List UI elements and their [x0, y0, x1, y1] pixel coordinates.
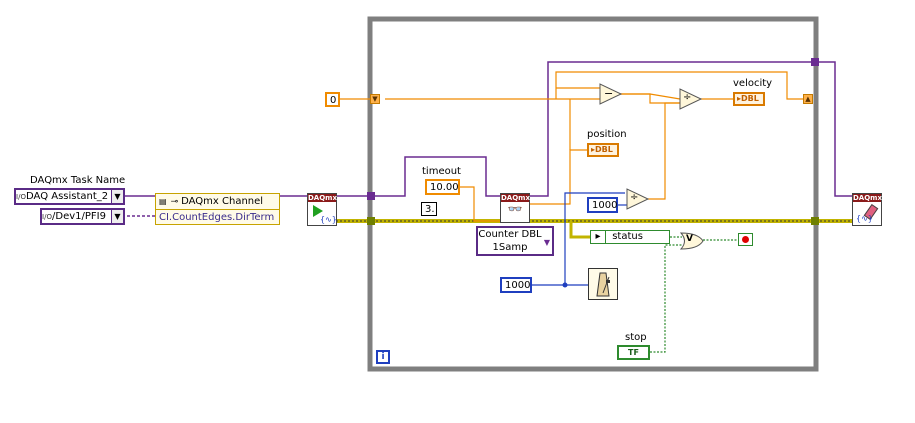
stop-control[interactable]: TF — [617, 345, 650, 360]
chevron-down-icon[interactable]: ▼ — [543, 238, 550, 247]
wait-ms-node[interactable] — [588, 268, 618, 300]
arrow-icon: ⊸ — [170, 196, 179, 207]
play-icon: {∿} — [308, 202, 337, 225]
loop-tunnel-task-out — [811, 58, 819, 66]
shift-register-right: ▲ — [803, 94, 813, 104]
io-icon: I/O — [16, 193, 26, 201]
divide-glyph-velocity: ÷ — [683, 92, 692, 103]
shift-register-left: ▼ — [370, 94, 380, 104]
chevron-down-icon[interactable]: ▼ — [111, 210, 123, 223]
int-wire — [532, 192, 627, 286]
subtract-glyph: − — [604, 87, 614, 100]
node-icon: ▤ — [159, 197, 167, 206]
stop-icon — [742, 236, 749, 243]
stop-value: TF — [628, 348, 639, 357]
eraser-icon: {∿} — [853, 202, 881, 225]
property-node-header: ▤ ⊸ DAQmx Channel — [156, 194, 279, 210]
velocity-indicator: ▸DBL — [733, 92, 765, 106]
daqmx-clear-task-vi[interactable]: DAQmx {∿} — [852, 193, 882, 226]
status-label: status — [612, 231, 643, 242]
position-label: position — [587, 129, 627, 140]
or-glyph: V — [686, 234, 693, 244]
task-name-value: DAQ Assistant_2 — [26, 191, 109, 202]
zero-constant[interactable]: 0 — [325, 92, 340, 107]
velocity-type: DBL — [741, 94, 759, 103]
task-name-label: DAQmx Task Name — [30, 175, 126, 186]
loop-tunnel-error-out — [811, 217, 819, 225]
divide-node-velocity — [679, 88, 703, 110]
subtract-node — [599, 83, 623, 105]
stop-label: stop — [625, 332, 647, 343]
wait-ms-constant[interactable]: 1000 — [500, 277, 532, 293]
velocity-label: velocity — [733, 78, 773, 89]
arrow-icon: ▸ — [591, 231, 606, 243]
task-name-control[interactable]: I/ODAQ Assistant_2 ▼ — [14, 188, 125, 205]
timeout-label: timeout — [422, 166, 461, 177]
iteration-terminal: i — [376, 350, 390, 364]
bool-wire — [650, 236, 740, 353]
loop-tunnel-error-in — [367, 217, 375, 225]
dbl-wire — [340, 71, 803, 222]
position-indicator: ▸DBL — [587, 143, 619, 157]
glasses-icon: 👓 — [507, 202, 523, 216]
or-node — [679, 232, 704, 250]
divide-node-position — [626, 188, 650, 210]
position-type: DBL — [595, 145, 613, 154]
iteration-label: i — [381, 352, 385, 362]
timeout-constant[interactable]: 10.00 — [425, 179, 460, 195]
divide-glyph-position: ÷ — [630, 192, 639, 203]
property-node-class: DAQmx Channel — [181, 196, 264, 207]
loop-condition[interactable] — [738, 233, 753, 246]
io-icon: I/O — [42, 213, 52, 221]
samples-constant[interactable]: 3. — [421, 202, 437, 216]
divisor-constant-position[interactable]: 1000 — [587, 197, 618, 213]
read-selector-line2: 1Samp — [492, 242, 528, 253]
daqmx-start-task-vi[interactable]: DAQmx {∿} — [307, 193, 337, 226]
arrow-icon: ▸ — [591, 145, 596, 154]
error-wire — [336, 219, 852, 239]
read-selector-line1: Counter DBL — [478, 229, 542, 240]
daqmx-badge: DAQmx — [501, 194, 530, 202]
metronome-icon — [596, 272, 610, 297]
read-selector[interactable]: Counter DBL 1Samp ▼ — [476, 226, 554, 256]
channel-control[interactable]: I/O/Dev1/PFI9 ▼ — [40, 208, 125, 225]
loop-tunnel-task-in — [367, 192, 375, 200]
status-unbundle: ▸ status — [590, 230, 670, 244]
property-node[interactable]: ▤ ⊸ DAQmx Channel CI.CountEdges.DirTerm — [155, 193, 280, 225]
property-node-row: CI.CountEdges.DirTerm — [159, 212, 275, 223]
channel-value: /Dev1/PFI9 — [52, 211, 106, 222]
daqmx-badge: DAQmx — [308, 194, 337, 202]
daqmx-read-vi[interactable]: DAQmx 👓 — [500, 193, 530, 223]
arrow-icon: ▸ — [737, 94, 742, 103]
daqmx-badge: DAQmx — [853, 194, 882, 202]
chevron-down-icon[interactable]: ▼ — [111, 190, 123, 203]
